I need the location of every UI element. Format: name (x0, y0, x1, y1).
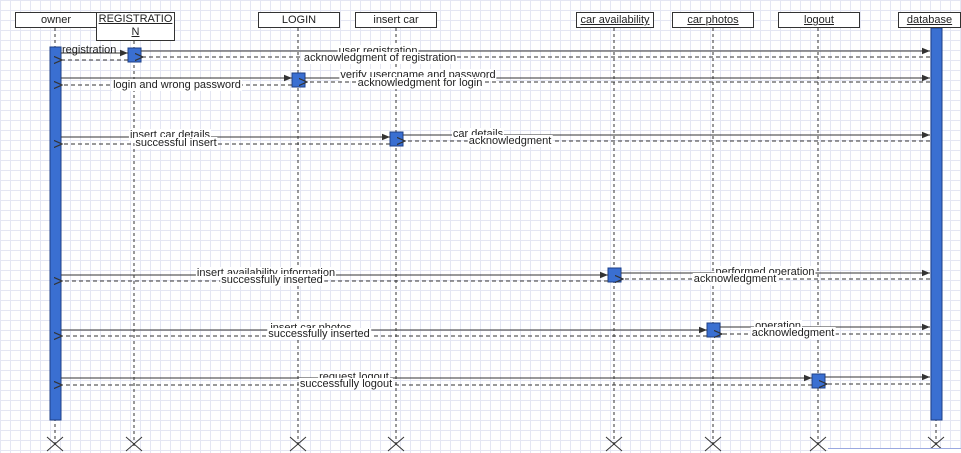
destroy-mark-insert-car (387, 436, 405, 452)
msg-successfully-logout: successfully logout (298, 378, 394, 390)
msg-successfully-inserted-2: successfully inserted (267, 328, 371, 340)
destroy-mark-car-photos (704, 436, 722, 452)
msg-ack-registration: acknowledgment of registration (302, 52, 458, 64)
header-insert-car: insert car (355, 12, 437, 28)
header-car-photos: car photos (672, 12, 754, 28)
activation-car-photos (706, 322, 721, 338)
header-owner: owner (15, 12, 97, 28)
destroy-mark-login (289, 436, 307, 452)
activation-logout (811, 373, 826, 389)
header-database: database (898, 12, 961, 28)
activation-login (291, 72, 306, 88)
msg-acknowledgment-3: acknowledgment (750, 327, 836, 339)
selection-edge (828, 448, 961, 453)
activation-database (930, 27, 943, 421)
msg-acknowledgment-2: acknowledgment (692, 273, 778, 285)
activation-insert-car (389, 131, 404, 147)
destroy-mark-car-availability (605, 436, 623, 452)
destroy-mark-registration (125, 436, 143, 452)
msg-successful-insert: successful insert (134, 137, 218, 149)
activation-owner (49, 46, 62, 421)
msg-successfully-inserted-1: successfully inserted (220, 274, 324, 286)
msg-registration: registration (62, 44, 117, 56)
destroy-mark-logout (809, 436, 827, 452)
msg-login-wrong-password: login and wrong password (112, 79, 242, 91)
activation-registration (127, 47, 142, 63)
msg-acknowledgment-1: acknowledgment (467, 135, 553, 147)
msg-ack-login: acknowledgment for login (356, 77, 484, 89)
header-registration: REGISTRATIO N (96, 12, 175, 41)
destroy-mark-owner (46, 436, 64, 452)
activation-car-availability (607, 267, 622, 283)
header-login: LOGIN (258, 12, 340, 28)
header-car-availability: car availability (576, 12, 654, 28)
header-logout: logout (778, 12, 860, 28)
